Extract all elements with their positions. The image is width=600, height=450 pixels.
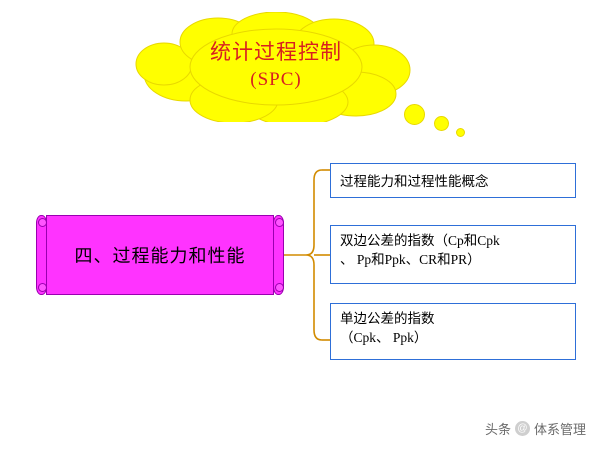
branch-box-3[interactable]: 单边公差的指数 （Cpk、 Ppk） xyxy=(330,303,576,360)
main-topic-label: 四、过程能力和性能 xyxy=(74,246,246,266)
watermark: 头条 @ 体系管理 xyxy=(485,419,586,438)
scroll-curl-top-left xyxy=(38,218,47,227)
branch-box-1-text: 过程能力和过程性能概念 xyxy=(340,173,489,189)
branch-box-1[interactable]: 过程能力和过程性能概念 xyxy=(330,163,576,198)
thought-cloud: 统计过程控制 (SPC) xyxy=(126,12,426,122)
scroll-edge-left xyxy=(36,215,47,295)
watermark-prefix: 头条 xyxy=(484,422,511,437)
branch-box-2-line1: 双边公差的指数（Cp和Cpk xyxy=(340,233,500,248)
scroll-curl-top-right xyxy=(275,218,284,227)
branch-box-2-line2: 、 Pp和Ppk、CR和PR） xyxy=(340,252,481,267)
scroll-edge-right xyxy=(273,215,284,295)
watermark-logo-icon: @ xyxy=(514,421,530,436)
thought-bubble-large xyxy=(404,104,425,125)
branch-box-3-line1: 单边公差的指数 xyxy=(340,311,435,326)
scroll-curl-bottom-left xyxy=(38,283,47,292)
thought-bubble-medium xyxy=(434,116,449,131)
thought-bubble-small xyxy=(456,128,465,137)
scroll-curl-bottom-right xyxy=(275,283,284,292)
branch-box-3-line2: （Cpk、 Ppk） xyxy=(340,330,428,345)
cloud-shape-icon xyxy=(135,12,411,122)
scroll-body xyxy=(46,215,274,295)
branch-box-2[interactable]: 双边公差的指数（Cp和Cpk 、 Pp和Ppk、CR和PR） xyxy=(330,225,576,284)
watermark-suffix: 体系管理 xyxy=(533,422,586,437)
main-topic-node[interactable]: 四、过程能力和性能 xyxy=(36,215,284,295)
bracket-connector xyxy=(284,169,330,341)
